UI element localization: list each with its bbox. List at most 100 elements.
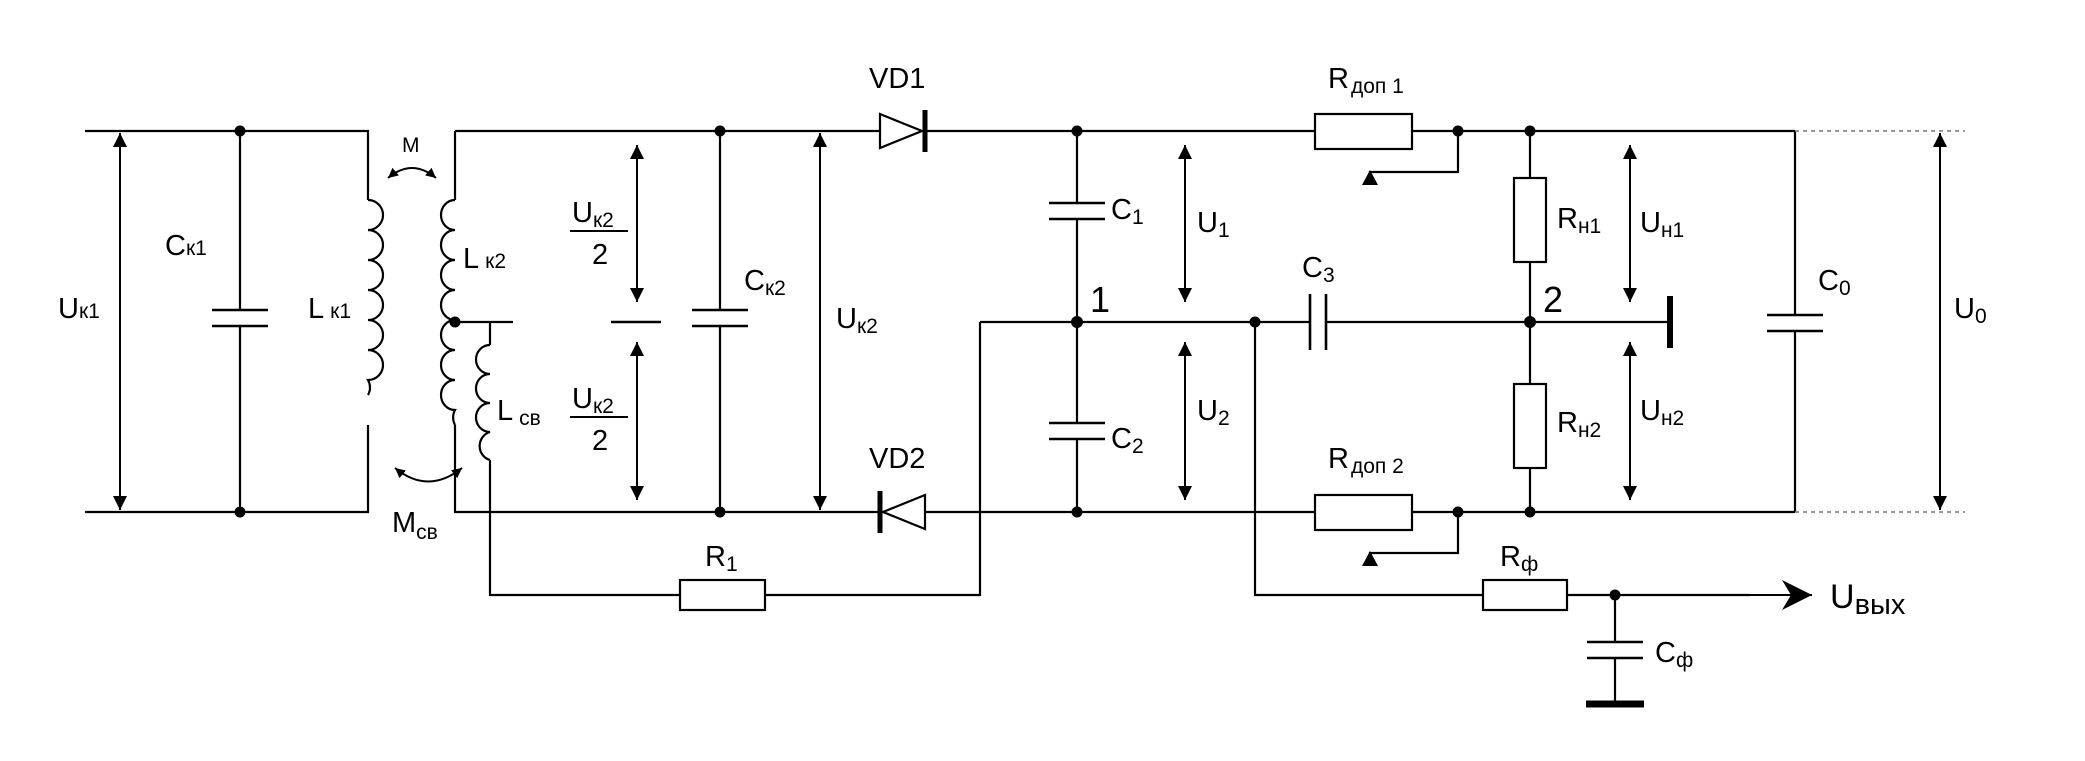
capacitor-c3 bbox=[1308, 294, 1328, 350]
junction-dot bbox=[234, 506, 246, 518]
label-uk2-half-top-sub: к2 bbox=[593, 209, 614, 232]
fraction-bars bbox=[570, 230, 628, 418]
label-un2: Uн2 bbox=[1640, 395, 1684, 430]
capacitor-plates bbox=[212, 201, 1823, 660]
junction-dot-node2 bbox=[1524, 316, 1536, 328]
inductor-lk2 bbox=[439, 198, 457, 426]
label-c3-main: C bbox=[1302, 252, 1323, 284]
label-u2-main: U bbox=[1197, 395, 1218, 427]
label-uk2: Uк2 bbox=[836, 303, 878, 338]
wires bbox=[85, 129, 1797, 704]
label-ck1-main: C bbox=[165, 230, 186, 262]
resistor-rdop1 bbox=[1313, 112, 1414, 151]
junction-dot bbox=[714, 125, 726, 137]
label-uk2-half-top-num: Uк2 bbox=[572, 197, 614, 232]
junction-dot bbox=[1524, 125, 1536, 137]
label-ck1: Cк1 bbox=[165, 230, 207, 262]
label-rf-sub: ф bbox=[1521, 553, 1538, 576]
label-rdop2-sub: доп 2 bbox=[1351, 455, 1404, 478]
label-uk2-half-top-den: 2 bbox=[592, 239, 608, 271]
label-u0: U0 bbox=[1954, 293, 1987, 328]
label-c1-main: C bbox=[1111, 194, 1132, 226]
label-rf-main: R bbox=[1500, 541, 1521, 573]
arrow-m-coupling bbox=[387, 167, 437, 179]
resistor-rn2 bbox=[1512, 382, 1548, 470]
label-c2-sub: 2 bbox=[1132, 435, 1144, 458]
junction-dot-node1 bbox=[1071, 316, 1083, 328]
junction-dot bbox=[1249, 316, 1261, 328]
label-u2: U2 bbox=[1197, 395, 1230, 430]
label-uout-main: U bbox=[1830, 578, 1855, 616]
label-msv-sub: св bbox=[416, 521, 438, 544]
capacitor-c0 bbox=[1767, 313, 1823, 333]
label-un2-sub: н2 bbox=[1661, 407, 1684, 430]
label-lk2-sub: к2 bbox=[485, 250, 506, 273]
label-u1-sub: 1 bbox=[1218, 219, 1230, 242]
label-msv: Mсв bbox=[392, 507, 438, 544]
junction-dot bbox=[1452, 125, 1464, 137]
label-c3-sub: 3 bbox=[1323, 264, 1335, 287]
label-u1: U1 bbox=[1197, 207, 1230, 242]
label-ck2-sub: к2 bbox=[765, 277, 786, 300]
label-lk1-sub: к1 bbox=[330, 300, 351, 323]
junction-dot-center-tap bbox=[449, 316, 461, 328]
label-rdop1: Rдоп 1 bbox=[1328, 63, 1404, 98]
diode-vd2 bbox=[877, 491, 927, 533]
label-cf: Cф bbox=[1655, 637, 1693, 672]
label-ck1-sub: к1 bbox=[186, 237, 207, 260]
resistor-rn1 bbox=[1512, 176, 1548, 264]
label-un2-main: U bbox=[1640, 395, 1661, 427]
label-node1: 1 bbox=[1090, 279, 1110, 320]
label-uk2-main: U bbox=[836, 303, 857, 335]
label-uk2-half-bot-num: Uк2 bbox=[572, 383, 614, 418]
label-c3: C3 bbox=[1302, 252, 1335, 287]
grounds bbox=[1586, 296, 1673, 708]
label-uout-sub: вых bbox=[1855, 589, 1906, 621]
junction-dot bbox=[1452, 506, 1464, 518]
resistor-rdop2 bbox=[1313, 493, 1414, 532]
label-cf-sub: ф bbox=[1676, 649, 1693, 672]
junction-dot bbox=[1071, 506, 1083, 518]
capacitor-c2 bbox=[1049, 421, 1105, 441]
capacitor-cf bbox=[1587, 640, 1643, 660]
label-r1: R1 bbox=[705, 541, 738, 576]
label-rdop1-sub: доп 1 bbox=[1351, 75, 1404, 98]
arrow-msv-coupling bbox=[394, 467, 463, 483]
label-u1-main: U bbox=[1197, 207, 1218, 239]
label-un1-main: U bbox=[1640, 207, 1661, 239]
label-rn1-sub: н1 bbox=[1578, 215, 1601, 238]
junction-dot bbox=[714, 506, 726, 518]
label-rn2: Rн2 bbox=[1557, 407, 1601, 442]
label-uk2-half-bot-main: U bbox=[572, 383, 593, 415]
inductor-lsv bbox=[474, 343, 491, 462]
label-m: M bbox=[402, 134, 420, 157]
label-lk2-main: L bbox=[463, 243, 479, 275]
label-ck2-main: C bbox=[744, 265, 765, 297]
label-c0: C0 bbox=[1818, 265, 1851, 300]
label-vd1: VD1 bbox=[869, 63, 925, 95]
pot-wiper-arrows bbox=[1362, 170, 1378, 566]
label-msv-main: M bbox=[392, 507, 416, 539]
label-u2-sub: 2 bbox=[1218, 407, 1230, 430]
label-uk2-half-top-main: U bbox=[572, 197, 593, 229]
label-c2-main: C bbox=[1111, 423, 1132, 455]
diodes bbox=[877, 110, 928, 533]
label-uk1: Uк1 bbox=[58, 293, 100, 325]
junctions bbox=[234, 125, 1621, 601]
voltage-arrows bbox=[113, 133, 1947, 610]
label-uout: Uвых bbox=[1830, 578, 1906, 621]
junction-dot bbox=[1524, 506, 1536, 518]
label-vd2: VD2 bbox=[869, 443, 925, 475]
label-rn1: Rн1 bbox=[1557, 203, 1601, 238]
label-lk1-main: L bbox=[308, 293, 324, 325]
label-lsv-sub: св bbox=[519, 407, 541, 430]
diode-vd1 bbox=[878, 110, 928, 152]
label-r1-main: R bbox=[705, 541, 726, 573]
label-rn2-main: R bbox=[1557, 407, 1578, 439]
junction-dot bbox=[1071, 125, 1083, 137]
